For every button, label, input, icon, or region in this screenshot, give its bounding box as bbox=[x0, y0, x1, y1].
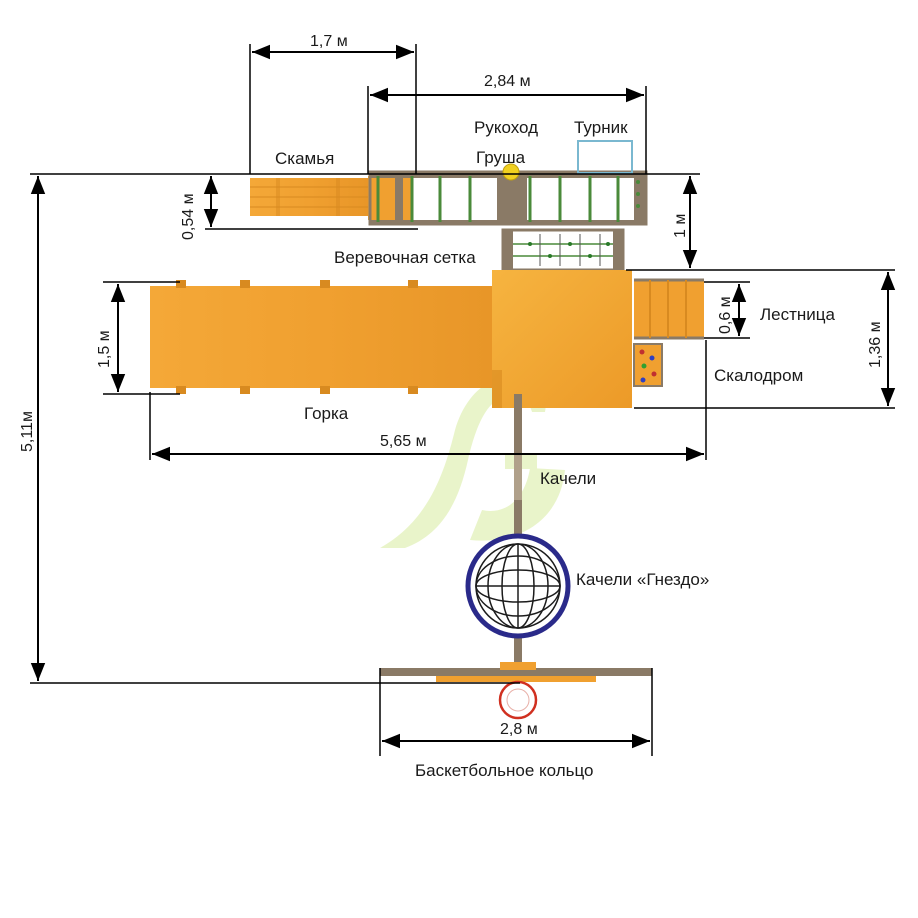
dim-slide-width: 1,5 м bbox=[96, 330, 113, 368]
label-bench: Скамья bbox=[275, 149, 334, 168]
dim-total-length: 5,11м bbox=[19, 411, 36, 452]
label-basketball: Баскетбольное кольцо bbox=[415, 761, 594, 780]
punching-bag bbox=[502, 163, 520, 181]
label-punching-bag: Груша bbox=[476, 148, 526, 167]
monkey-bars bbox=[368, 170, 648, 226]
swing-beam bbox=[514, 394, 522, 670]
label-ladder: Лестница bbox=[760, 305, 836, 324]
nest-swing bbox=[465, 533, 571, 639]
climbing-wall bbox=[633, 343, 663, 387]
bench bbox=[250, 176, 412, 220]
label-monkey-bars: Рукоход bbox=[474, 118, 538, 137]
dim-monkey-bars-width: 2,84 м bbox=[484, 73, 531, 90]
platform bbox=[492, 270, 632, 408]
label-bar: Турник bbox=[574, 118, 628, 137]
dim-upper-gap: 1 м bbox=[672, 214, 689, 238]
label-slide: Горка bbox=[304, 404, 349, 423]
dimension-lines bbox=[30, 44, 896, 756]
slide bbox=[150, 280, 492, 394]
bar bbox=[577, 140, 633, 174]
ladder bbox=[634, 278, 704, 340]
dim-platform-depth: 1,36 м bbox=[867, 321, 884, 368]
rope-net bbox=[501, 228, 625, 272]
label-rope-net: Веревочная сетка bbox=[334, 248, 476, 267]
label-swing: Качели bbox=[540, 469, 596, 488]
dim-total-width: 5,65 м bbox=[380, 433, 427, 450]
dim-bench-width: 1,7 м bbox=[310, 33, 348, 50]
dim-basketball-width: 2,8 м bbox=[500, 721, 538, 738]
dim-bench-depth: 0,54 м bbox=[180, 193, 197, 240]
dim-ladder-width: 0,6 м bbox=[717, 296, 734, 334]
label-climbing-wall: Скалодром bbox=[714, 366, 803, 385]
label-nest-swing: Качели «Гнездо» bbox=[576, 570, 709, 589]
basketball-stand bbox=[380, 662, 652, 720]
